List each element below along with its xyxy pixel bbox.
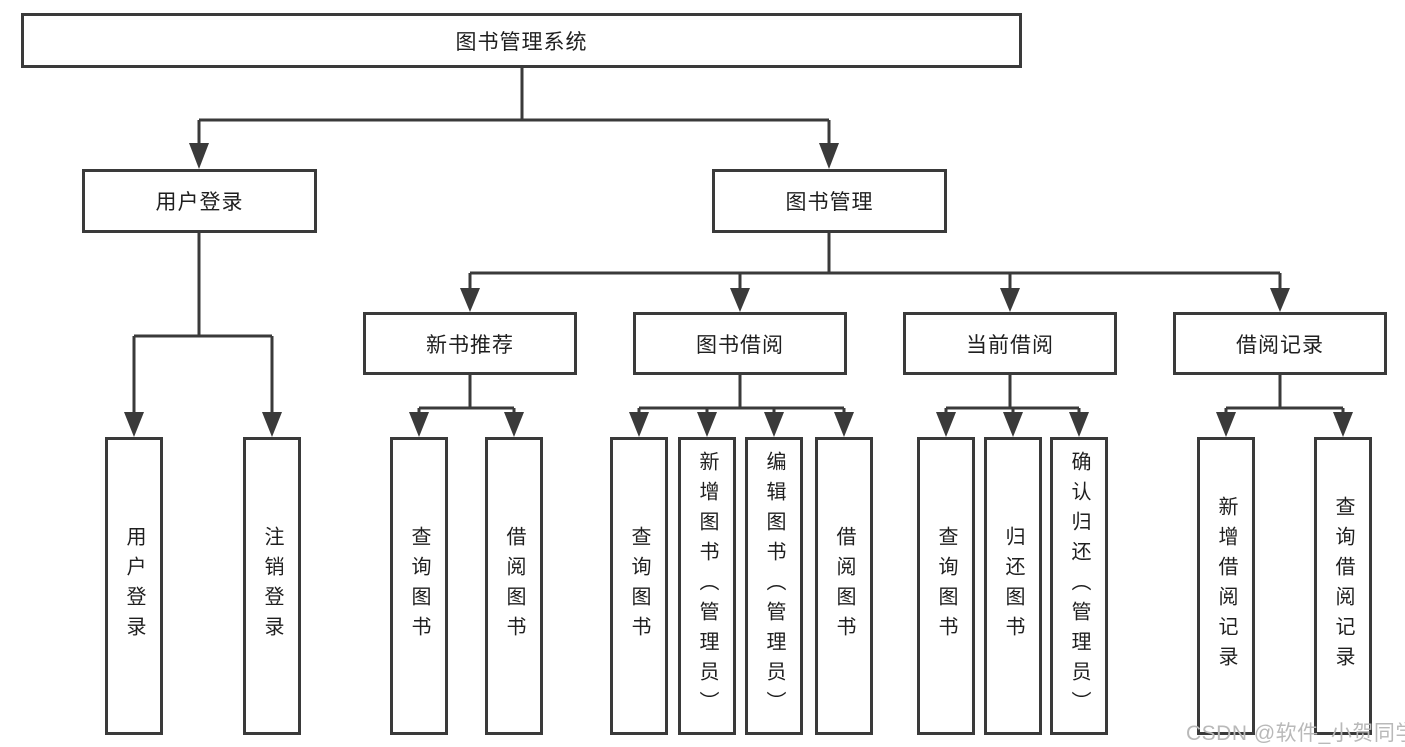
- leaf-logout: 注销登录: [243, 437, 301, 735]
- leaf-add-borrow-record: 新增借阅记录: [1197, 437, 1255, 735]
- leaf-query-books-borrow: 查询图书: [610, 437, 668, 735]
- leaf-borrow-books: 借阅图书: [815, 437, 873, 735]
- node-current-borrow: 当前借阅: [903, 312, 1117, 375]
- node-root: 图书管理系统: [21, 13, 1022, 68]
- node-book-management: 图书管理: [712, 169, 947, 233]
- leaf-confirm-return-admin: 确认归还（管理员）: [1050, 437, 1108, 735]
- leaf-add-books-admin: 新增图书（管理员）: [678, 437, 736, 735]
- leaf-user-login: 用户登录: [105, 437, 163, 735]
- node-book-borrow: 图书借阅: [633, 312, 847, 375]
- leaf-query-borrow-record: 查询借阅记录: [1314, 437, 1372, 735]
- leaf-edit-books-admin: 编辑图书（管理员）: [745, 437, 803, 735]
- leaf-query-books-recommend: 查询图书: [390, 437, 448, 735]
- node-borrow-records: 借阅记录: [1173, 312, 1387, 375]
- csdn-watermark: CSDN @软件_小贺同学: [1186, 722, 1405, 745]
- leaf-return-books: 归还图书: [984, 437, 1042, 735]
- node-new-book-recommend: 新书推荐: [363, 312, 577, 375]
- leaf-borrow-books-recommend: 借阅图书: [485, 437, 543, 735]
- node-user-login: 用户登录: [82, 169, 317, 233]
- leaf-query-books-current: 查询图书: [917, 437, 975, 735]
